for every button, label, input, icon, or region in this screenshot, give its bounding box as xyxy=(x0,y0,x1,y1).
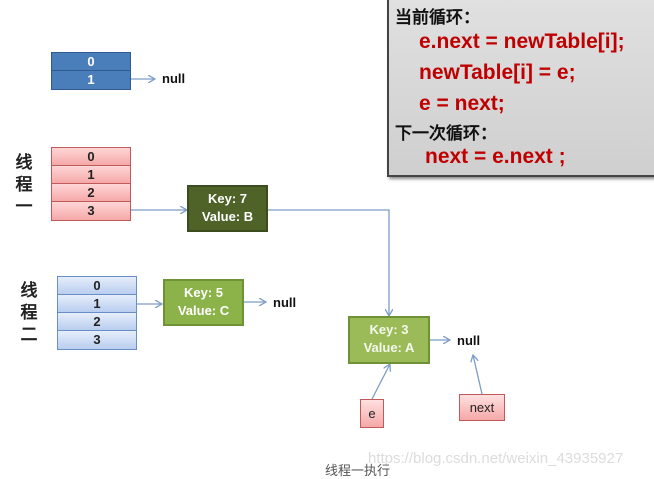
thread-one-slot: 1 xyxy=(52,166,130,184)
node-value: Value: B xyxy=(201,209,254,224)
thread-two-table: 0 1 2 3 xyxy=(57,276,137,350)
current-loop-title: 当前循环： xyxy=(395,8,480,28)
caption: 线程一执行 xyxy=(325,464,391,479)
thread-two-slot: 1 xyxy=(58,295,136,313)
thread-one-char: 一 xyxy=(15,197,33,217)
node-value: Value: A xyxy=(363,340,415,355)
thread-one-char: 线 xyxy=(15,153,33,173)
node-key: Key: 7 xyxy=(207,191,248,206)
node-key3-null-label: null xyxy=(457,333,481,348)
code-line: e = next; xyxy=(419,92,505,115)
next-loop-title: 下一次循环： xyxy=(395,124,497,144)
node-key3: Key: 3 Value: A xyxy=(348,316,430,364)
thread-two-char: 程 xyxy=(20,303,38,323)
pointer-e: e xyxy=(360,399,384,428)
arrow-e-to-key3 xyxy=(371,364,390,400)
new-table-slot: 1 xyxy=(52,71,130,89)
new-table-slot: 0 xyxy=(52,53,130,71)
thread-one-slot: 3 xyxy=(52,202,130,220)
node-key7: Key: 7 Value: B xyxy=(187,185,268,232)
pointer-next: next xyxy=(459,394,505,421)
thread-two-char: 二 xyxy=(20,325,38,345)
thread-two-slot: 2 xyxy=(58,313,136,331)
watermark: https://blog.csdn.net/weixin_43935927 xyxy=(368,450,624,467)
new-table: 0 1 xyxy=(51,52,131,90)
arrow-next-to-null xyxy=(473,355,483,395)
node-key: Key: 5 xyxy=(183,285,224,300)
thread-one-char: 程 xyxy=(15,175,33,195)
node-key5-null-label: null xyxy=(273,295,297,310)
code-line: e.next = newTable[i]; xyxy=(419,30,625,53)
node-key5: Key: 5 Value: C xyxy=(163,279,244,326)
thread-one-label: 线 程 一 xyxy=(14,152,34,218)
code-line: newTable[i] = e; xyxy=(419,61,576,84)
thread-two-char: 线 xyxy=(20,281,38,301)
thread-two-slot: 3 xyxy=(58,331,136,349)
thread-one-slot: 2 xyxy=(52,184,130,202)
code-explanation-box: 当前循环： e.next = newTable[i]; newTable[i] … xyxy=(387,0,654,177)
code-line: next = e.next ; xyxy=(425,145,566,168)
thread-two-slot: 0 xyxy=(58,277,136,295)
arrow-key7-to-key3 xyxy=(268,209,389,316)
thread-one-table: 0 1 2 3 xyxy=(51,147,131,221)
thread-two-label: 线 程 二 xyxy=(19,280,39,346)
node-value: Value: C xyxy=(177,303,230,318)
thread-one-slot: 0 xyxy=(52,148,130,166)
new-table-null-label: null xyxy=(162,71,186,86)
node-key: Key: 3 xyxy=(369,322,409,337)
